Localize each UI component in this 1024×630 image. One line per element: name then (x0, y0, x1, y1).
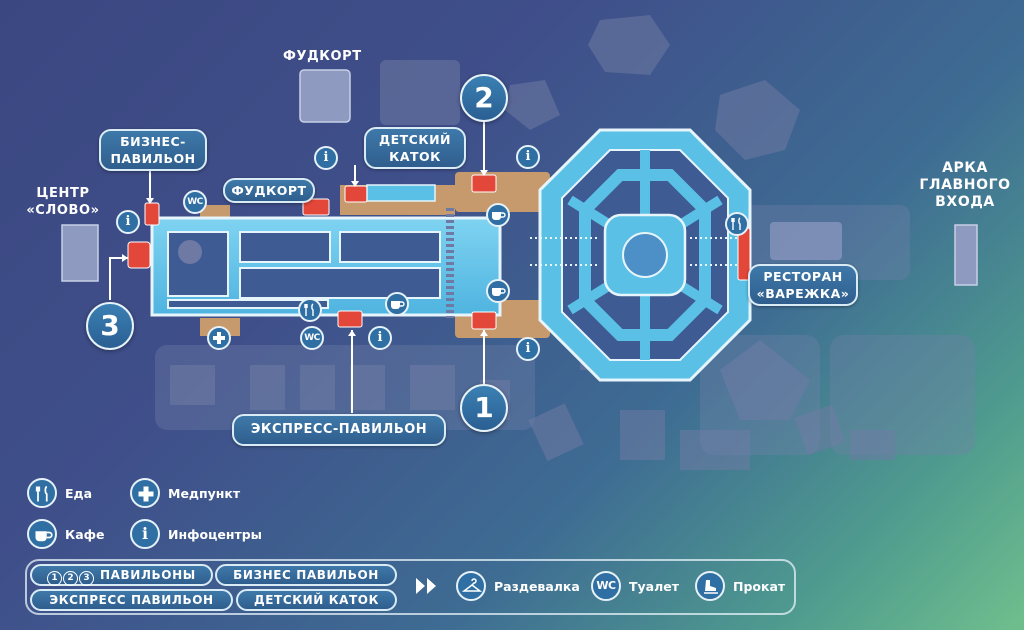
info-icon[interactable]: i (516, 145, 540, 169)
pavilion-number-2[interactable]: 2 (460, 74, 508, 122)
food-fork-knife-icon[interactable] (725, 212, 749, 236)
kids-pill: ДЕТСКИЙ КАТОК (236, 589, 397, 611)
food-fork-knife-icon (27, 478, 57, 508)
legend-rental-label: Прокат (733, 578, 786, 594)
legend-food: Еда (27, 478, 92, 508)
white-buildings (61, 69, 978, 286)
arrow-heads (122, 170, 488, 336)
info-icon[interactable]: i (116, 210, 140, 234)
rink-center (178, 213, 687, 297)
center-slovo-label: ЦЕНТР «СЛОВО» (26, 186, 100, 218)
pavilions-pill-label: ПАВИЛЬОНЫ (100, 568, 196, 582)
arch-label: АРКА ГЛАВНОГО ВХОДА (919, 160, 1011, 210)
legend-toilet-label: Туалет (629, 578, 679, 594)
rink-spokes (567, 150, 723, 360)
business-pill: БИЗНЕС ПАВИЛЬОН (215, 564, 397, 586)
cafe-cup-icon (27, 519, 57, 549)
legend-info-label: Инфоцентры (168, 526, 262, 542)
cafe-cup-icon[interactable] (486, 279, 510, 303)
rink-rings (579, 169, 711, 341)
business-pavilion-label[interactable]: БИЗНЕС- ПАВИЛЬОН (99, 129, 207, 171)
wc-icon: WC (591, 571, 621, 601)
legend-medical-label: Медпункт (168, 485, 241, 501)
skate-icon (695, 571, 725, 601)
legend-toilet: WC Туалет (591, 571, 679, 601)
express-pavilion-label[interactable]: ЭКСПРЕСС-ПАВИЛЬОН (232, 414, 446, 446)
forward-arrows-icon (416, 578, 436, 594)
restaurant-label[interactable]: РЕСТОРАН «ВАРЕЖКА» (748, 264, 858, 306)
kids-rink-area (366, 184, 436, 202)
foodcourt-top-label: ФУДКОРТ (283, 49, 362, 64)
legend-food-label: Еда (65, 485, 93, 501)
cafe-cup-icon[interactable] (486, 203, 510, 227)
hanger-icon (456, 571, 486, 601)
pavilion-number-3[interactable]: 3 (86, 302, 134, 350)
cafe-cup-icon[interactable] (385, 292, 409, 316)
legend-cafe-label: Кафе (65, 526, 105, 542)
kids-rink-label[interactable]: ДЕТСКИЙ КАТОК (364, 127, 466, 169)
wc-icon[interactable]: WC (300, 326, 324, 350)
medical-cross-icon (130, 478, 160, 508)
legend-wardrobe: Раздевалка (456, 571, 580, 601)
foodcourt-label[interactable]: ФУДКОРТ (223, 178, 315, 203)
pavilion-number-1[interactable]: 1 (460, 384, 508, 432)
legend-info: i Инфоцентры (130, 519, 262, 549)
info-icon[interactable]: i (368, 326, 392, 350)
legend-wardrobe-label: Раздевалка (494, 578, 580, 594)
mini-number-3: 3 (79, 571, 95, 586)
info-icon[interactable]: i (314, 146, 338, 170)
info-icon[interactable]: i (516, 337, 540, 361)
medical-cross-icon[interactable] (207, 326, 231, 350)
wc-icon[interactable]: WC (183, 190, 207, 214)
food-fork-knife-icon[interactable] (298, 298, 322, 322)
mini-number-1: 1 (47, 571, 63, 586)
legend-rental: Прокат (695, 571, 785, 601)
legend-cafe: Кафе (27, 519, 105, 549)
bridges (446, 208, 745, 318)
express-pill: ЭКСПРЕСС ПАВИЛЬОН (30, 589, 233, 611)
legend-bar (25, 559, 796, 615)
mini-number-2: 2 (63, 571, 79, 586)
pavilions (127, 174, 751, 330)
legend-medical: Медпункт (130, 478, 240, 508)
info-icon: i (130, 519, 160, 549)
background-plots (155, 205, 975, 455)
